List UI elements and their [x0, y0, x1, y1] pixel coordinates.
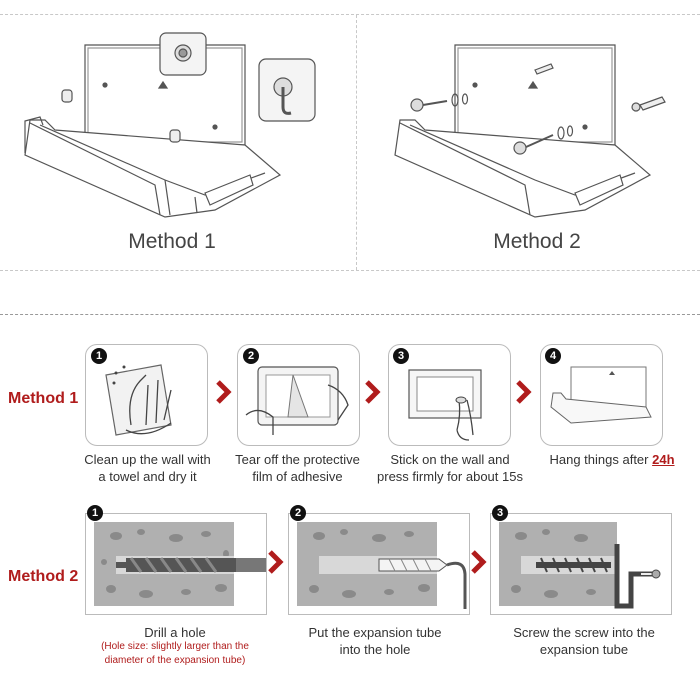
top-illustration-panel: Method 1 Method 2 [0, 0, 700, 272]
method1-step2-number: 2 [243, 348, 259, 364]
peel-film-illustration [245, 366, 349, 435]
method2-step3-card [490, 513, 672, 615]
caption-text: Hang things after [549, 452, 653, 467]
chevron-right-icon [471, 550, 487, 574]
method2-step3-number: 3 [492, 505, 508, 521]
expansion-tube-illustration [297, 522, 467, 609]
note-line: diameter of the expansion tube) [104, 655, 246, 666]
method2-step1-number: 1 [87, 505, 103, 521]
method2-step1-card [85, 513, 267, 615]
chevron-right-icon [268, 550, 284, 574]
section-divider [0, 314, 700, 315]
note-line: (Hole size: slightly larger than the [101, 641, 249, 652]
center-dashed-divider [356, 15, 357, 270]
method2-label: Method 2 [8, 568, 79, 585]
method2-step2-caption: Put the expansion tube into the hole [290, 624, 460, 658]
caption-emphasis: 24h [652, 452, 675, 467]
caption-line: a towel and dry it [98, 469, 197, 484]
caption-line: Tear off the protective [235, 452, 360, 467]
caption-line: Stick on the wall and [390, 452, 510, 467]
method1-step4-number: 4 [545, 348, 561, 364]
wipe-wall-illustration [105, 364, 172, 436]
caption-line: expansion tube [539, 642, 629, 657]
method1-step2-caption: Tear off the protective film of adhesive [220, 451, 375, 485]
caption-line: press firmly for about 15s [377, 469, 523, 484]
top-dashed-border [0, 14, 700, 15]
method2-step1-caption: Drill a hole [144, 625, 206, 640]
screw-insert-illustration [499, 522, 661, 609]
method1-step4-caption: Hang things after 24h [532, 451, 692, 468]
press-wall-illustration [408, 369, 482, 441]
caption-line: Screw the screw into the [513, 625, 655, 640]
method1-step3-card [388, 344, 511, 446]
method2-step3-caption: Screw the screw into the expansion tube [494, 624, 674, 658]
caption-line: Clean up the wall with [84, 452, 211, 467]
method1-step1-caption: Clean up the wall with a towel and dry i… [70, 451, 225, 485]
drill-hole-illustration [94, 522, 266, 606]
caption-line: film of adhesive [252, 469, 343, 484]
method2-step1-note: (Hole size: slightly larger than the dia… [85, 640, 265, 668]
caption-line: into the hole [339, 642, 411, 657]
method1-step1-card [85, 344, 208, 446]
method1-step2-card [237, 344, 360, 446]
chevron-right-icon [365, 380, 381, 404]
method2-step2-card [288, 513, 470, 615]
method2-step2-number: 2 [290, 505, 306, 521]
bottom-dashed-border [0, 270, 700, 271]
chevron-right-icon [516, 380, 532, 404]
method1-step1-number: 1 [91, 348, 107, 364]
mounted-shelf-illustration [550, 366, 652, 424]
top-method1-caption: Method 1 [128, 230, 216, 253]
caption-line: Put the expansion tube [308, 625, 442, 640]
method1-step3-caption: Stick on the wall and press firmly for a… [366, 451, 534, 485]
shelf-adhesive-illustration [24, 32, 316, 218]
method1-step4-card [540, 344, 663, 446]
method1-step3-number: 3 [393, 348, 409, 364]
shelf-screw-illustration [394, 44, 666, 218]
method1-label: Method 1 [8, 390, 79, 407]
top-method2-caption: Method 2 [493, 230, 581, 253]
chevron-right-icon [216, 380, 232, 404]
